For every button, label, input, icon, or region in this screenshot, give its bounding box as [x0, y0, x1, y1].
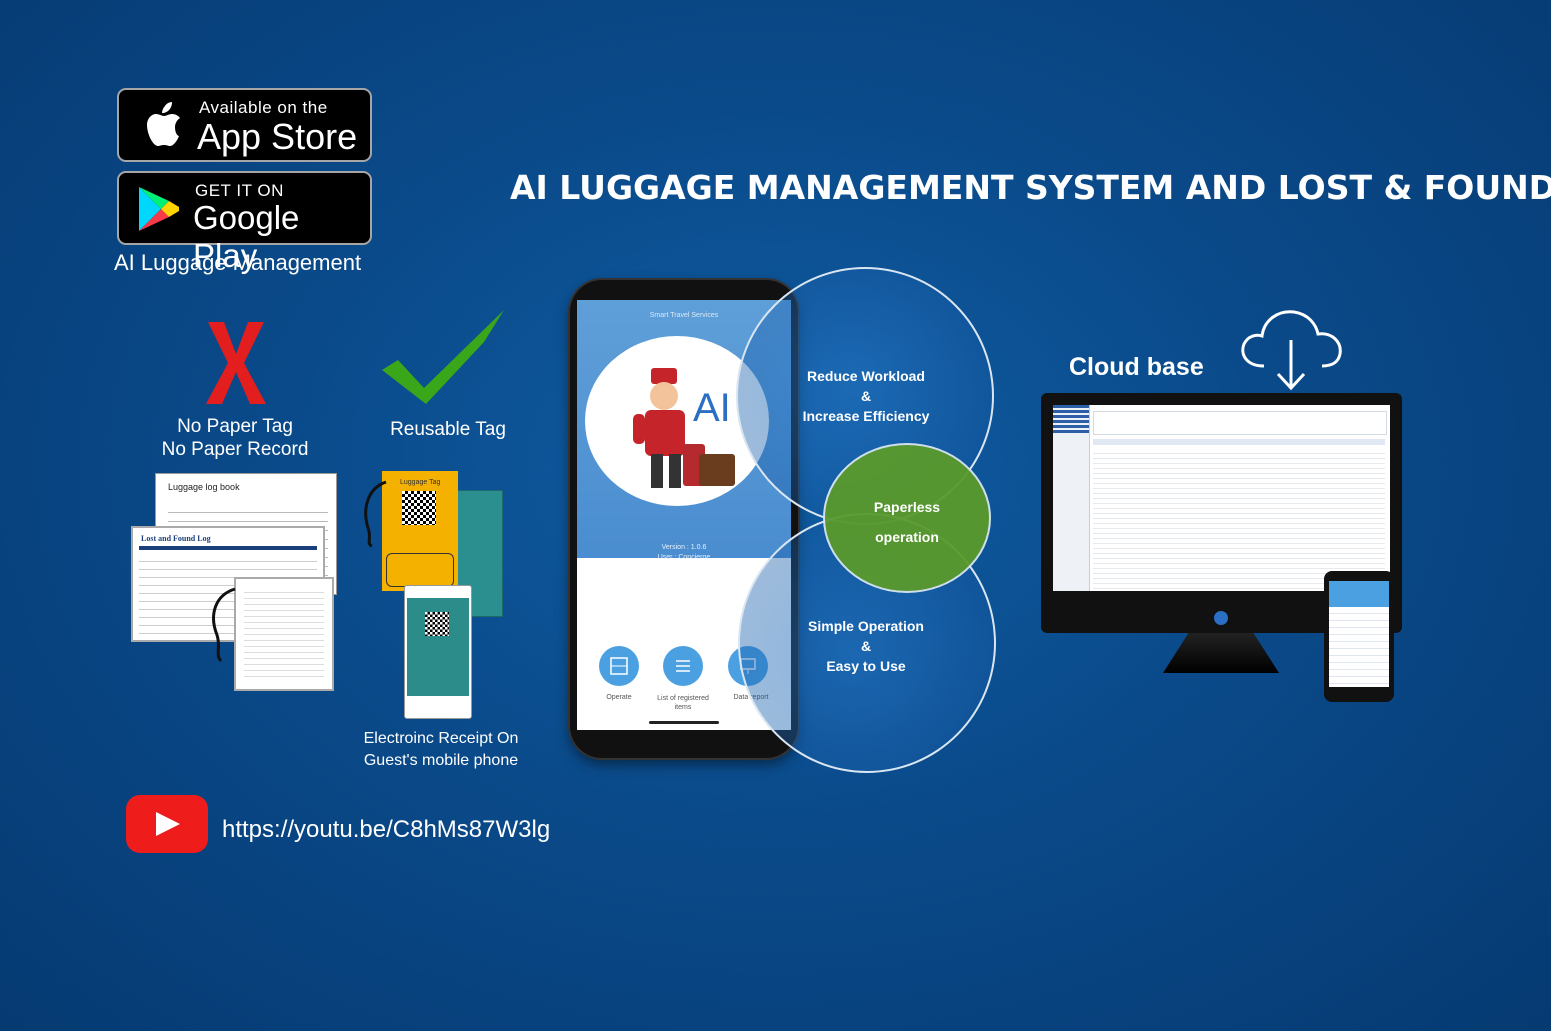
luggage-log-book-title: Luggage log book [168, 482, 240, 492]
youtube-icon[interactable] [126, 795, 208, 853]
no-paper-line1: No Paper Tag [177, 416, 293, 437]
operate-label: Operate [606, 694, 632, 701]
bellhop-icon [633, 368, 735, 488]
no-paper-line2: No Paper Record [161, 439, 309, 460]
venn-top-line1: Reduce Workload [807, 368, 925, 384]
google-play-big: Google Play [193, 199, 300, 274]
app-name: AI Luggage Management [114, 250, 362, 275]
venn-bottom-line3: Easy to Use [826, 658, 906, 674]
venn-middle-line1: Paperless [873, 499, 941, 515]
checkmark-icon [382, 310, 504, 404]
list-icon [676, 660, 690, 672]
monitor-power-icon [1214, 611, 1228, 625]
venn-bottom-text: Simple Operation & Easy to Use [786, 616, 946, 676]
phone-user: User : Concierge [657, 554, 711, 561]
venn-middle-line2: operation [875, 529, 939, 545]
venn-top-text: Reduce Workload & Increase Efficiency [786, 366, 946, 426]
venn-top-line3: Increase Efficiency [802, 408, 930, 424]
google-play-badge[interactable]: GET IT ON Google Play [117, 171, 372, 274]
google-play-small: GET IT ON [195, 181, 284, 200]
play-icon [156, 812, 180, 836]
monitor-stand [1163, 633, 1279, 673]
registered-items-label: List of registered items [657, 695, 709, 711]
receipt-phone [404, 585, 472, 719]
apple-icon [147, 102, 180, 146]
venn-top-line2: & [860, 388, 872, 404]
tag-string-icon [212, 587, 236, 663]
luggage-tag-title: Luggage Tag [400, 479, 441, 486]
receipt-line2: Guest's mobile phone [363, 752, 519, 769]
venn-bottom-line1: Simple Operation [808, 618, 924, 634]
cross-icon [206, 322, 266, 404]
receipt-label: Electroinc Receipt On Guest's mobile pho… [352, 728, 530, 772]
scan-icon [610, 657, 628, 675]
paper-receipt [234, 577, 334, 691]
lost-found-log-title: Lost and Found Log [141, 534, 211, 543]
luggage-tag: Luggage Tag [382, 471, 458, 591]
page-title: AI LUGGAGE MANAGEMENT SYSTEM AND LOST & … [510, 168, 1551, 207]
phone-version: Version : 1.0.6 [661, 544, 707, 551]
no-paper-label: No Paper Tag No Paper Record [150, 415, 320, 461]
cloud-base-label: Cloud base [1069, 353, 1204, 381]
ai-logo-text: AI [693, 386, 731, 430]
phone-version-info: Version : 1.0.6 User : Concierge [577, 543, 791, 563]
phone-header: Smart Travel Services [649, 312, 719, 319]
app-store-small: Available on the [199, 98, 328, 117]
tag-loop-icon [364, 480, 387, 548]
youtube-link[interactable]: https://youtu.be/C8hMs87W3lg [222, 816, 551, 843]
venn-bottom-line2: & [860, 638, 872, 654]
venn-middle-text: Paperless operation [837, 492, 977, 552]
app-store-big: App Store [197, 116, 358, 157]
small-phone [1324, 571, 1394, 702]
venn-middle-circle [823, 443, 991, 593]
app-store-badge[interactable]: Available on the App Store [117, 88, 372, 162]
cloud-download-icon [1241, 310, 1342, 391]
monitor-screen [1053, 405, 1390, 591]
qr-code-icon [402, 491, 436, 525]
google-play-icon [139, 187, 179, 231]
reusable-tag-label: Reusable Tag [390, 419, 506, 440]
operate-button[interactable] [599, 646, 639, 686]
receipt-line1: Electroinc Receipt On [363, 730, 519, 747]
registered-items-button[interactable] [663, 646, 703, 686]
